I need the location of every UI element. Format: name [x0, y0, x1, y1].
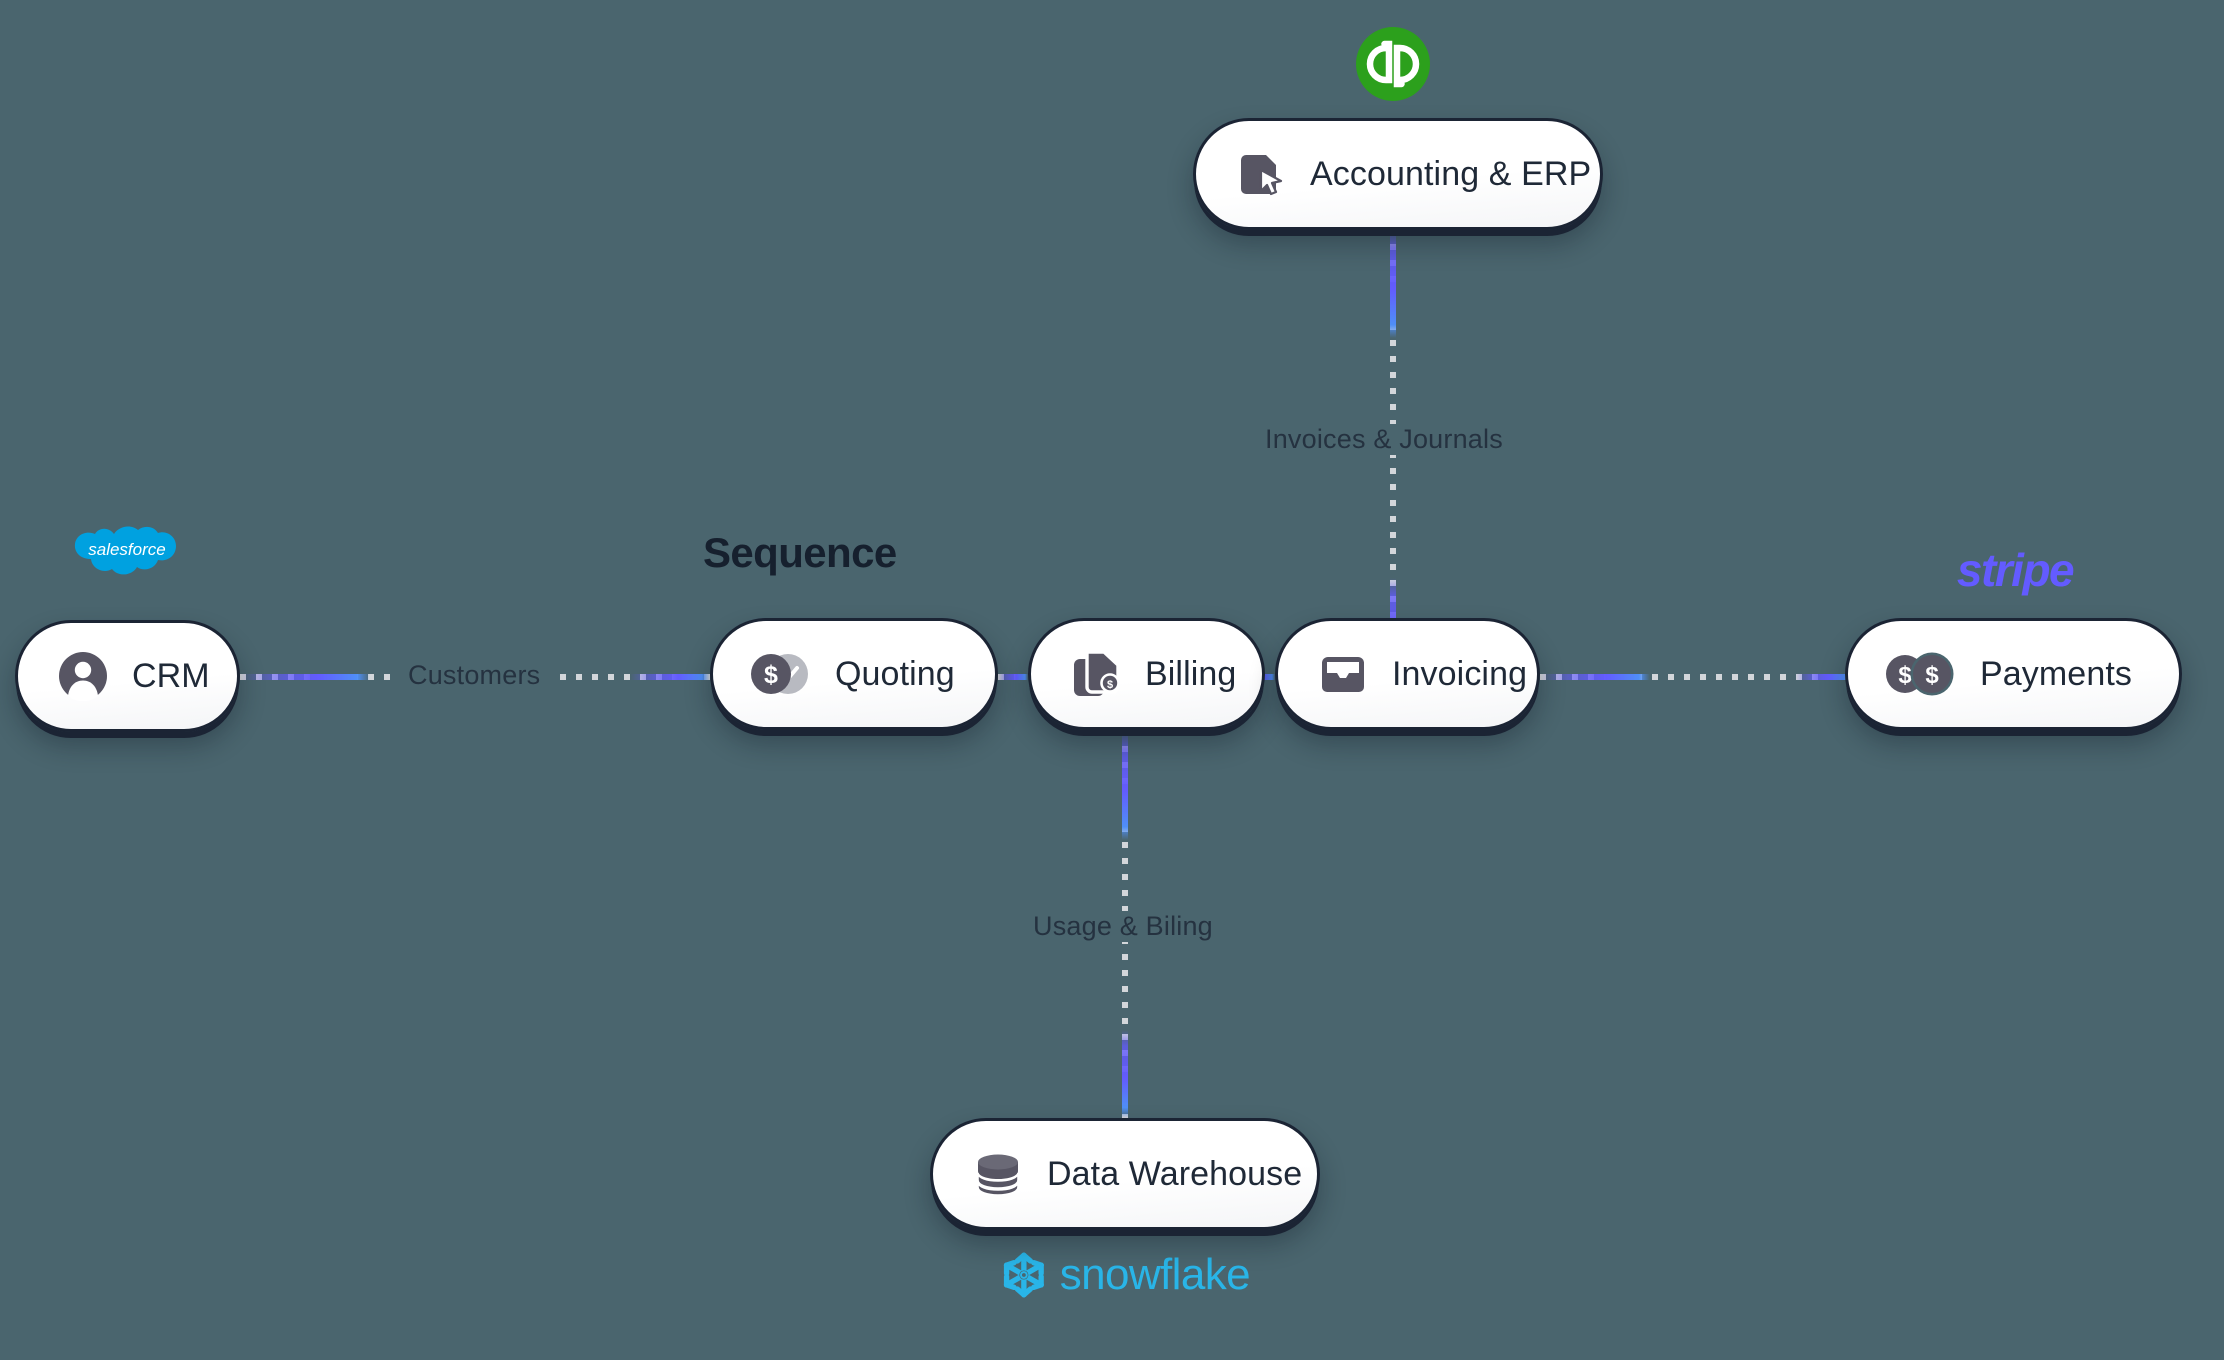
user-avatar-icon: [56, 649, 110, 703]
stripe-wordmark: stripe: [1956, 544, 2075, 596]
edge-pulse: [1795, 674, 1850, 680]
billing-documents-icon: $: [1069, 647, 1123, 701]
brand-logo-quickbooks: [1355, 26, 1431, 102]
database-stack-icon: [971, 1147, 1025, 1201]
node-accounting-erp[interactable]: Accounting & ERP: [1193, 118, 1603, 230]
quote-coins-icon: $: [751, 647, 813, 701]
edge-invoicing-to-payments: [1540, 674, 1850, 680]
inbox-tray-icon: [1316, 647, 1370, 701]
svg-text:$: $: [764, 661, 778, 689]
node-label: Quoting: [835, 654, 955, 693]
brand-logo-salesforce: salesforce: [70, 524, 185, 586]
node-label: Invoicing: [1392, 654, 1528, 693]
edge-label-usage-billing: Usage & Biling: [1023, 911, 1223, 942]
node-billing[interactable]: $ Billing: [1028, 618, 1265, 730]
node-label: Payments: [1980, 654, 2132, 693]
node-crm[interactable]: CRM: [15, 620, 240, 732]
edge-quoting-to-billing: [998, 674, 1028, 680]
edge-pulse: [1122, 730, 1128, 840]
page-title: Sequence: [703, 529, 897, 576]
edge-pulse: [1390, 228, 1396, 338]
edge-label-invoices-journals: Invoices & Journals: [1255, 424, 1513, 455]
edge-pulse: [1540, 674, 1650, 680]
brand-logo-snowflake: snowflake: [1000, 1240, 1251, 1310]
node-label: Data Warehouse: [1047, 1154, 1303, 1193]
brand-logo-stripe: stripe: [1930, 540, 2100, 600]
payment-coins-icon: $ $: [1886, 647, 1958, 701]
quickbooks-qb-icon: [1356, 27, 1430, 101]
edge-pulse: [998, 674, 1028, 680]
svg-text:$: $: [1107, 679, 1113, 691]
svg-text:$: $: [1898, 662, 1912, 689]
salesforce-cloud-icon: salesforce: [74, 526, 176, 575]
edge-pulse: [1122, 1030, 1128, 1118]
node-invoicing[interactable]: Invoicing: [1275, 618, 1540, 730]
svg-text:$: $: [1925, 662, 1939, 689]
node-data-warehouse[interactable]: Data Warehouse: [930, 1118, 1320, 1230]
document-cursor-icon: [1234, 147, 1288, 201]
snowflake-icon: [1003, 1252, 1044, 1298]
node-payments[interactable]: $ $ Payments: [1845, 618, 2182, 730]
edge-pulse: [240, 674, 370, 680]
svg-text:salesforce: salesforce: [88, 540, 165, 559]
node-label: Billing: [1145, 654, 1237, 693]
edge-pulse: [630, 674, 710, 680]
node-label: CRM: [132, 656, 210, 695]
node-quoting[interactable]: $ Quoting: [710, 618, 998, 730]
node-label: Accounting & ERP: [1310, 154, 1592, 193]
edge-label-customers: Customers: [398, 660, 551, 691]
snowflake-wordmark: snowflake: [1059, 1250, 1251, 1299]
